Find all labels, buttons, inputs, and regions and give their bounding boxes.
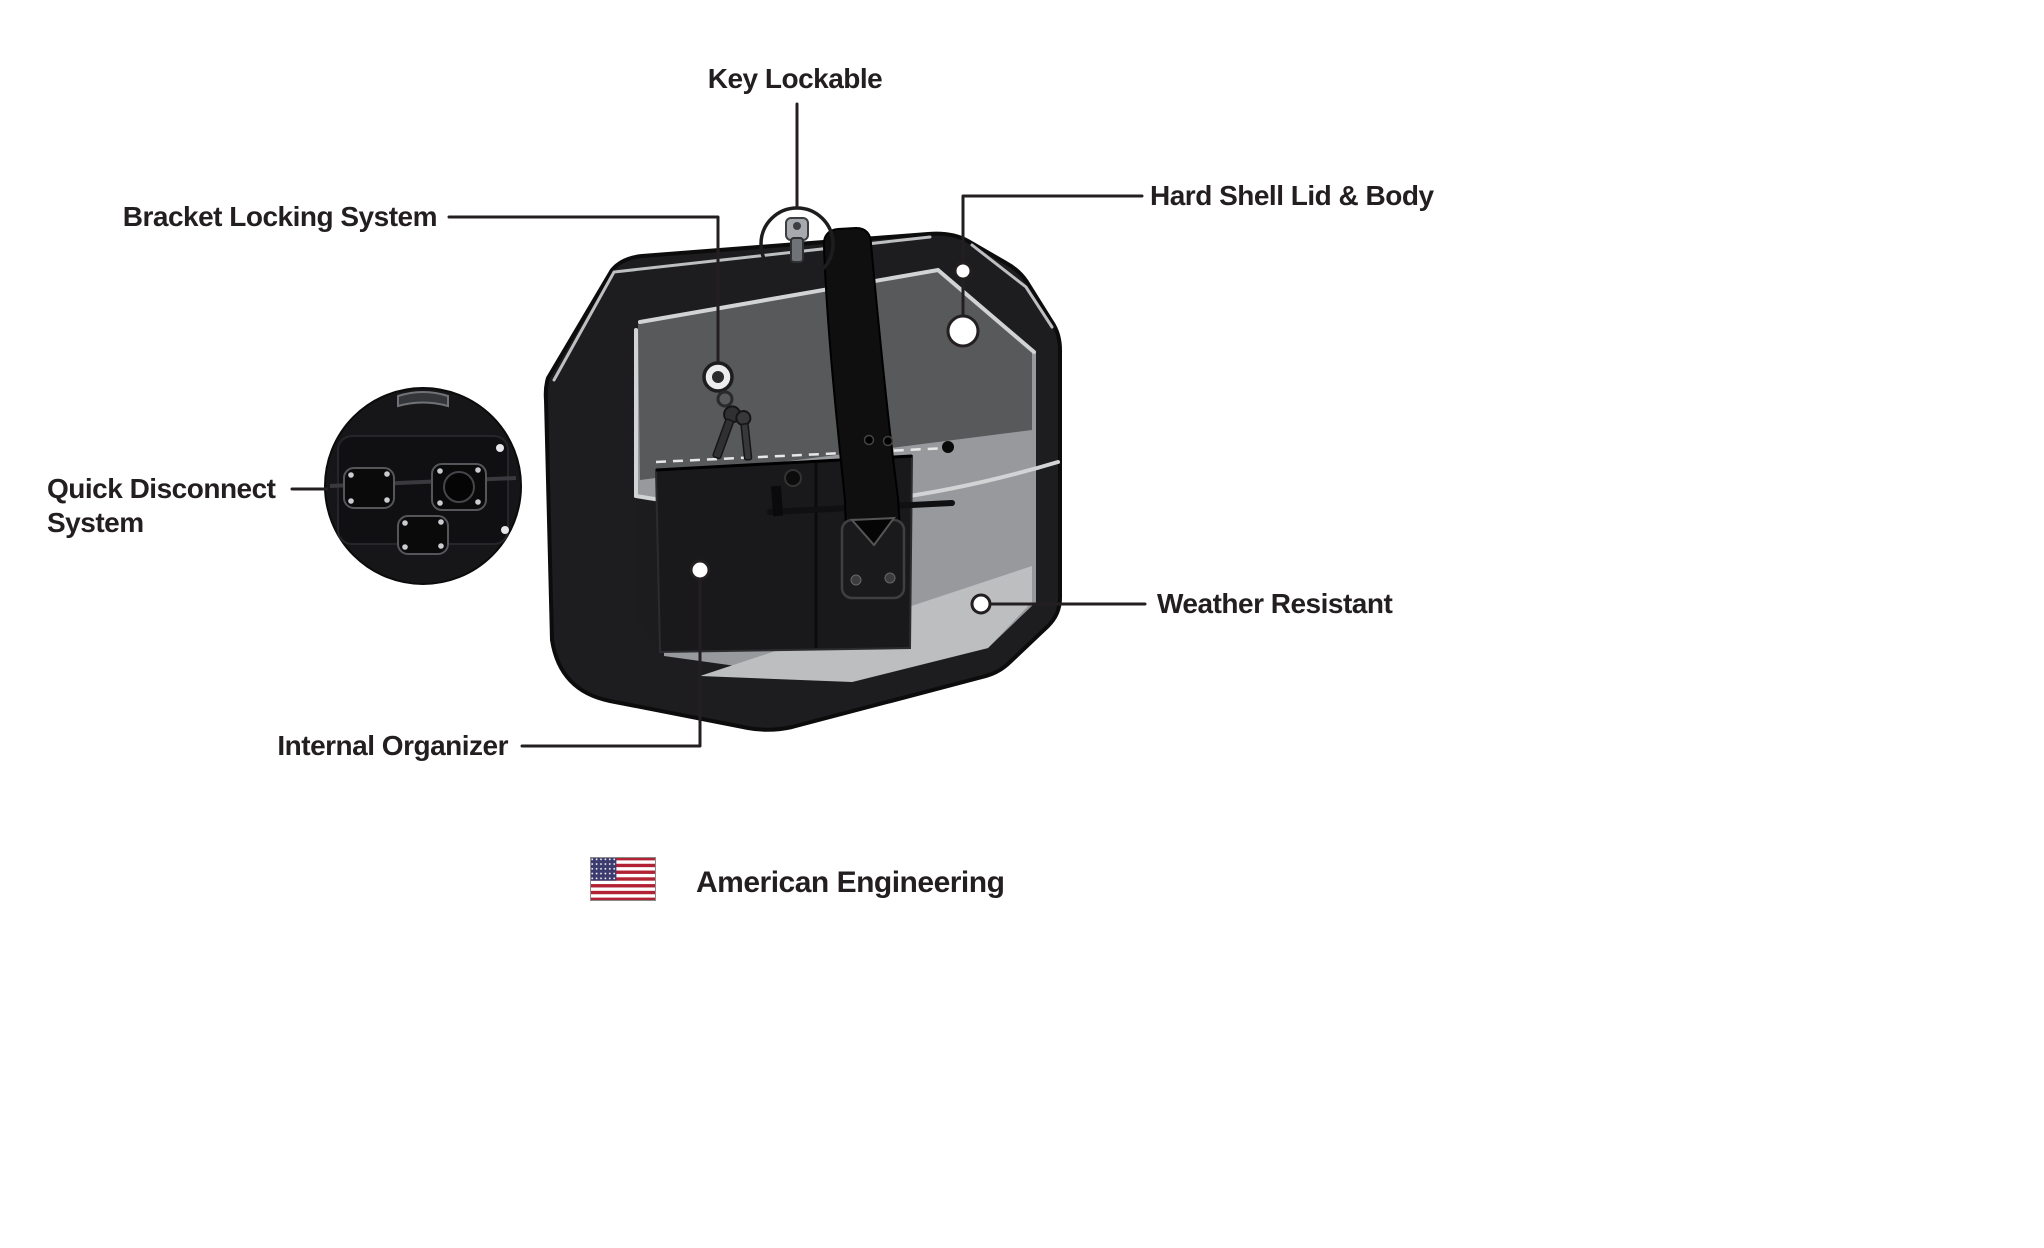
inset-handle bbox=[397, 391, 449, 408]
callout-line-bracket-locking bbox=[447, 215, 720, 363]
usa-flag-icon bbox=[590, 857, 656, 901]
callout-marker-internal-organizer bbox=[689, 559, 711, 581]
callout-marker-hard-shell-large bbox=[946, 314, 980, 348]
label-internal-organizer: Internal Organizer bbox=[277, 730, 508, 761]
quick-disconnect-inset bbox=[324, 387, 522, 585]
label-bracket-locking-system: Bracket Locking System bbox=[122, 201, 438, 232]
mounting-strap bbox=[822, 226, 904, 569]
footer-tagline: American Engineering bbox=[696, 866, 1005, 899]
buckle bbox=[840, 516, 906, 600]
lock-icon bbox=[702, 361, 753, 461]
label-quick-disconnect-system: Quick Disconnect System bbox=[47, 473, 276, 538]
saddlebag-illustration bbox=[543, 206, 1062, 732]
callout-line-internal-organizer bbox=[520, 579, 702, 748]
callout-markers bbox=[689, 261, 992, 615]
callout-marker-weather-resistant bbox=[970, 593, 992, 615]
mounting-plates bbox=[343, 463, 487, 555]
label-hard-shell-lid-body: Hard Shell Lid & Body bbox=[1150, 180, 1434, 211]
label-key-lockable: Key Lockable bbox=[707, 63, 883, 94]
body-rivet bbox=[942, 441, 954, 453]
label-weather-resistant: Weather Resistant bbox=[1157, 588, 1393, 619]
callout-marker-hard-shell-small bbox=[953, 261, 973, 281]
